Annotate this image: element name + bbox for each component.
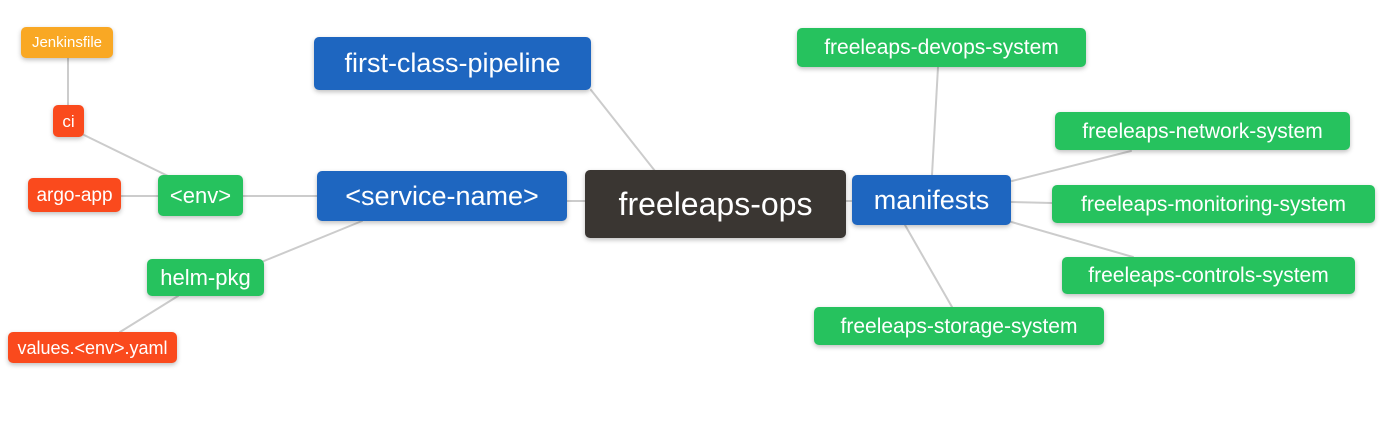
edge-manifests-to-devops-system — [931, 66, 939, 176]
node-controls-system[interactable]: freeleaps-controls-system — [1062, 257, 1355, 294]
edge-helm-pkg-to-service-name — [263, 220, 363, 262]
node-monitoring-system[interactable]: freeleaps-monitoring-system — [1052, 185, 1375, 223]
edge-first-class-pipeline-to-freeleaps-ops — [590, 89, 656, 172]
edge-manifests-to-monitoring-system — [1010, 201, 1053, 204]
node-ci[interactable]: ci — [53, 105, 84, 137]
edge-values-env-yaml-to-helm-pkg — [119, 295, 179, 333]
node-manifests[interactable]: manifests — [852, 175, 1011, 225]
node-first-class-pipeline[interactable]: first-class-pipeline — [314, 37, 591, 90]
node-freeleaps-ops[interactable]: freeleaps-ops — [585, 170, 846, 238]
node-network-system[interactable]: freeleaps-network-system — [1055, 112, 1350, 150]
node-argo-app[interactable]: argo-app — [28, 178, 121, 212]
edge-manifests-to-controls-system — [1007, 220, 1134, 258]
node-jenkinsfile[interactable]: Jenkinsfile — [21, 27, 113, 58]
node-devops-system[interactable]: freeleaps-devops-system — [797, 28, 1086, 67]
edge-manifests-to-storage-system — [904, 224, 953, 308]
node-helm-pkg[interactable]: helm-pkg — [147, 259, 264, 296]
edge-ci-to-env — [83, 134, 171, 178]
node-service-name[interactable]: <service-name> — [317, 171, 567, 221]
edge-manifests-to-network-system — [1011, 150, 1132, 182]
node-storage-system[interactable]: freeleaps-storage-system — [814, 307, 1104, 345]
node-env[interactable]: <env> — [158, 175, 243, 216]
node-values-env-yaml[interactable]: values.<env>.yaml — [8, 332, 177, 363]
